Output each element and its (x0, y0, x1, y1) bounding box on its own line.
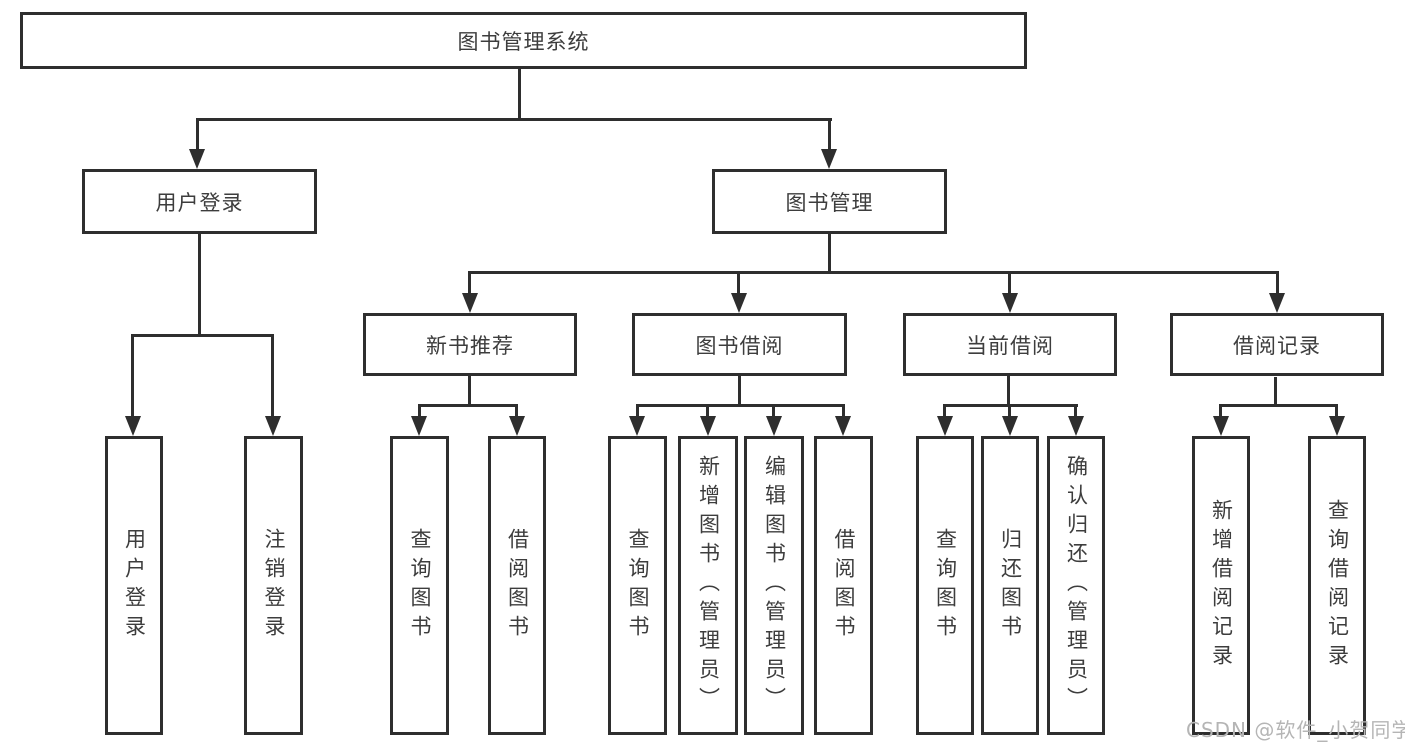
watermark: CSDN @软件_小贺同学 (1186, 718, 1405, 742)
node-user-login: 用户登录 (82, 169, 317, 234)
arrow-down-icon (731, 293, 747, 313)
connector-line (636, 404, 639, 420)
arrow-down-icon (1002, 416, 1018, 436)
node-root-label: 图书管理系统 (457, 29, 590, 54)
node-book-management-label: 图书管理 (785, 190, 874, 215)
connector-line (636, 404, 844, 407)
connector-line (468, 271, 471, 297)
arrow-down-icon (265, 416, 281, 436)
arrow-down-icon (766, 416, 782, 436)
connector-line (271, 334, 274, 420)
node-leaf-query-books-borrowing: 查询图书 (608, 436, 667, 735)
connector-line (1335, 404, 1338, 420)
node-leaf-borrow-books-borrowing: 借阅图书 (814, 436, 873, 735)
node-new-book-recommend-label: 新书推荐 (426, 333, 514, 358)
node-current-borrowing: 当前借阅 (903, 313, 1117, 376)
node-leaf-add-books-admin-label: 新增图书（管理员） (696, 455, 721, 716)
node-leaf-query-borrow-record: 查询借阅记录 (1308, 436, 1366, 735)
arrow-down-icon (1213, 416, 1229, 436)
connector-line (131, 334, 274, 337)
connector-line (1008, 271, 1011, 297)
node-leaf-query-books-borrowing-label: 查询图书 (626, 527, 650, 644)
connector-line (196, 118, 832, 121)
arrow-down-icon (125, 416, 141, 436)
connector-line (772, 404, 775, 420)
connector-line (196, 118, 199, 152)
node-leaf-user-login: 用户登录 (105, 436, 163, 735)
arrow-down-icon (700, 416, 716, 436)
connector-line (1007, 376, 1010, 407)
node-new-book-recommend: 新书推荐 (363, 313, 577, 376)
connector-line (418, 404, 518, 407)
connector-line (468, 376, 471, 407)
node-leaf-logout-label: 注销登录 (262, 527, 286, 644)
arrow-down-icon (509, 416, 525, 436)
connector-line (198, 233, 201, 336)
node-leaf-borrow-books-recommend: 借阅图书 (488, 436, 546, 735)
node-leaf-query-books-recommend: 查询图书 (390, 436, 449, 735)
connector-line (1219, 404, 1338, 407)
connector-line (1276, 271, 1279, 297)
connector-line (1008, 404, 1011, 420)
node-leaf-add-borrow-record-label: 新增借阅记录 (1209, 498, 1234, 673)
connector-line (418, 404, 421, 420)
connector-line (1074, 404, 1077, 420)
node-root: 图书管理系统 (20, 12, 1027, 69)
connector-line (943, 404, 946, 420)
connector-line (515, 404, 518, 420)
arrow-down-icon (1269, 293, 1285, 313)
connector-line (737, 271, 740, 297)
connector-line (706, 404, 709, 420)
node-leaf-confirm-return-admin-label: 确认归还（管理员） (1064, 455, 1089, 716)
arrow-down-icon (1002, 293, 1018, 313)
connector-line (131, 334, 134, 420)
arrow-down-icon (411, 416, 427, 436)
node-user-login-label: 用户登录 (155, 190, 244, 215)
connector-line (468, 271, 1279, 274)
node-leaf-borrow-books-borrowing-label: 借阅图书 (832, 527, 856, 644)
node-book-borrowing: 图书借阅 (632, 313, 847, 376)
arrow-down-icon (189, 149, 205, 169)
connector-line (828, 118, 831, 152)
node-leaf-borrow-books-recommend-label: 借阅图书 (505, 527, 530, 644)
arrow-down-icon (835, 416, 851, 436)
connector-line (828, 233, 831, 274)
node-leaf-confirm-return-admin: 确认归还（管理员） (1047, 436, 1105, 735)
node-leaf-add-borrow-record: 新增借阅记录 (1192, 436, 1250, 735)
node-leaf-query-books-current: 查询图书 (916, 436, 974, 735)
node-leaf-return-books-label: 归还图书 (998, 527, 1023, 644)
node-leaf-add-books-admin: 新增图书（管理员） (678, 436, 738, 735)
node-borrowing-records: 借阅记录 (1170, 313, 1384, 376)
node-book-borrowing-label: 图书借阅 (695, 333, 784, 358)
node-leaf-return-books: 归还图书 (981, 436, 1039, 735)
node-leaf-query-borrow-record-label: 查询借阅记录 (1325, 498, 1350, 673)
node-leaf-query-books-recommend-label: 查询图书 (408, 527, 432, 644)
arrow-down-icon (1068, 416, 1084, 436)
node-leaf-edit-books-admin: 编辑图书（管理员） (744, 436, 804, 735)
connector-line (738, 376, 741, 407)
node-current-borrowing-label: 当前借阅 (966, 333, 1054, 358)
arrow-down-icon (1329, 416, 1345, 436)
connector-line (842, 404, 845, 420)
arrow-down-icon (821, 149, 837, 169)
node-leaf-edit-books-admin-label: 编辑图书（管理员） (762, 455, 787, 716)
node-borrowing-records-label: 借阅记录 (1233, 333, 1321, 358)
node-leaf-logout: 注销登录 (244, 436, 303, 735)
node-leaf-user-login-label: 用户登录 (122, 527, 147, 644)
connector-line (1219, 404, 1222, 420)
connector-line (518, 68, 521, 121)
arrow-down-icon (937, 416, 953, 436)
node-book-management: 图书管理 (712, 169, 947, 234)
arrow-down-icon (462, 293, 478, 313)
connector-line (1274, 377, 1277, 407)
node-leaf-query-books-current-label: 查询图书 (933, 527, 958, 644)
arrow-down-icon (629, 416, 645, 436)
